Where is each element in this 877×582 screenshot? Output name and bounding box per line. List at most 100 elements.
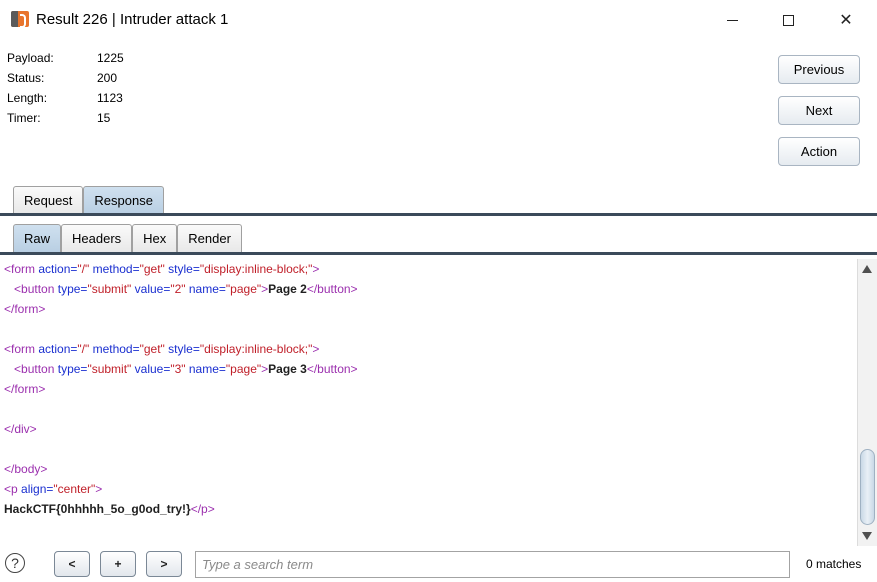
code-token: "submit" bbox=[87, 282, 132, 296]
tab-separator bbox=[0, 213, 877, 216]
search-next-button[interactable]: > bbox=[146, 551, 182, 577]
status-value: 200 bbox=[97, 71, 118, 85]
title-bar: Result 226 | Intruder attack 1 ✕ bbox=[0, 0, 877, 40]
code-token: method= bbox=[89, 342, 140, 356]
match-count: 0 matches bbox=[806, 557, 862, 571]
code-line bbox=[0, 319, 857, 339]
code-line: <button type="submit" value="2" name="pa… bbox=[0, 279, 857, 299]
code-token: "page" bbox=[225, 282, 262, 296]
timer-row: Timer: 15 bbox=[7, 108, 124, 128]
code-token: <form bbox=[4, 262, 39, 276]
result-info: Payload: 1225 Status: 200 Length: 1123 Time… bbox=[7, 48, 124, 128]
burp-app-icon bbox=[11, 11, 29, 28]
code-token: "get" bbox=[139, 262, 165, 276]
code-token: </button> bbox=[306, 362, 358, 376]
search-bar: ? < + > 0 matches bbox=[0, 546, 877, 582]
code-line bbox=[0, 399, 857, 419]
code-token: name= bbox=[185, 282, 226, 296]
code-token: style= bbox=[164, 342, 200, 356]
tab-headers[interactable]: Headers bbox=[61, 224, 133, 252]
code-token: > bbox=[95, 482, 103, 496]
previous-button[interactable]: Previous bbox=[778, 55, 860, 84]
code-line: </form> bbox=[0, 299, 857, 319]
code-token: </form> bbox=[4, 382, 46, 396]
code-line bbox=[0, 439, 857, 459]
code-token: Page 3 bbox=[268, 362, 307, 376]
code-token: "display:inline-block;" bbox=[199, 342, 313, 356]
code-token: align= bbox=[21, 482, 54, 496]
code-token bbox=[4, 282, 14, 296]
close-button[interactable]: ✕ bbox=[817, 0, 875, 40]
close-icon: ✕ bbox=[839, 12, 853, 29]
code-token: > bbox=[312, 342, 320, 356]
code-token: type= bbox=[57, 282, 88, 296]
code-token: <p bbox=[4, 482, 22, 496]
code-line: <form action="/" method="get" style="dis… bbox=[0, 259, 857, 279]
help-icon[interactable]: ? bbox=[5, 553, 25, 573]
code-token: value= bbox=[131, 282, 171, 296]
timer-label: Timer: bbox=[7, 111, 41, 125]
code-token: "submit" bbox=[87, 362, 132, 376]
scroll-thumb[interactable] bbox=[860, 449, 875, 525]
vertical-scrollbar[interactable] bbox=[857, 259, 877, 546]
search-input[interactable] bbox=[195, 551, 790, 578]
code-token: method= bbox=[89, 262, 140, 276]
code-token: "center" bbox=[53, 482, 96, 496]
action-button[interactable]: Action bbox=[778, 137, 860, 166]
code-token: "2" bbox=[170, 282, 186, 296]
tab-response[interactable]: Response bbox=[83, 186, 164, 214]
payload-label: Payload: bbox=[7, 51, 54, 65]
code-token: <button bbox=[14, 282, 58, 296]
code-token: value= bbox=[131, 362, 171, 376]
code-token: "/" bbox=[77, 262, 90, 276]
code-token: > bbox=[312, 262, 320, 276]
code-token: "page" bbox=[225, 362, 262, 376]
maximize-icon bbox=[782, 14, 794, 26]
code-token: action= bbox=[38, 342, 78, 356]
view-tab-separator bbox=[0, 252, 877, 255]
status-label: Status: bbox=[7, 71, 45, 85]
minimize-button[interactable] bbox=[703, 0, 761, 40]
code-line: <button type="submit" value="3" name="pa… bbox=[0, 359, 857, 379]
timer-value: 15 bbox=[97, 111, 111, 125]
code-token: </body> bbox=[4, 462, 48, 476]
search-options-button[interactable]: + bbox=[100, 551, 136, 577]
length-row: Length: 1123 bbox=[7, 88, 124, 108]
scroll-down-icon[interactable] bbox=[862, 532, 872, 540]
code-token: </p> bbox=[190, 502, 215, 516]
code-line: <form action="/" method="get" style="dis… bbox=[0, 339, 857, 359]
next-button[interactable]: Next bbox=[778, 96, 860, 125]
view-tabs: Raw Headers Hex Render bbox=[13, 224, 242, 253]
maximize-button[interactable] bbox=[759, 0, 817, 40]
tab-hex[interactable]: Hex bbox=[132, 224, 178, 252]
code-token: "display:inline-block;" bbox=[199, 262, 313, 276]
message-tabs: Request Response bbox=[13, 186, 164, 214]
status-row: Status: 200 bbox=[7, 68, 124, 88]
code-token: <button bbox=[14, 362, 58, 376]
payload-row: Payload: 1225 bbox=[7, 48, 124, 68]
window-title: Result 226 | Intruder attack 1 bbox=[36, 11, 229, 28]
code-token: "get" bbox=[139, 342, 165, 356]
search-previous-button[interactable]: < bbox=[54, 551, 90, 577]
code-token: </button> bbox=[306, 282, 358, 296]
code-line: </body> bbox=[0, 459, 857, 479]
tab-request[interactable]: Request bbox=[13, 186, 84, 214]
response-raw-view[interactable]: <form action="/" method="get" style="dis… bbox=[0, 259, 857, 549]
code-token: <form bbox=[4, 342, 39, 356]
code-token bbox=[4, 362, 14, 376]
tab-raw[interactable]: Raw bbox=[13, 224, 62, 252]
code-line: HackCTF{0hhhhh_5o_g0od_try!}</p> bbox=[0, 499, 857, 519]
scroll-up-icon[interactable] bbox=[862, 265, 872, 273]
code-token: HackCTF{0hhhhh_5o_g0od_try!} bbox=[4, 502, 191, 516]
payload-value: 1225 bbox=[97, 51, 124, 65]
length-label: Length: bbox=[7, 91, 48, 105]
code-token: type= bbox=[57, 362, 88, 376]
length-value: 1123 bbox=[97, 91, 123, 105]
code-token: action= bbox=[38, 262, 78, 276]
code-line: </div> bbox=[0, 419, 857, 439]
tab-render[interactable]: Render bbox=[177, 224, 242, 252]
code-token: > bbox=[261, 362, 269, 376]
code-token: "/" bbox=[77, 342, 90, 356]
code-token: > bbox=[261, 282, 269, 296]
code-token: "3" bbox=[170, 362, 186, 376]
